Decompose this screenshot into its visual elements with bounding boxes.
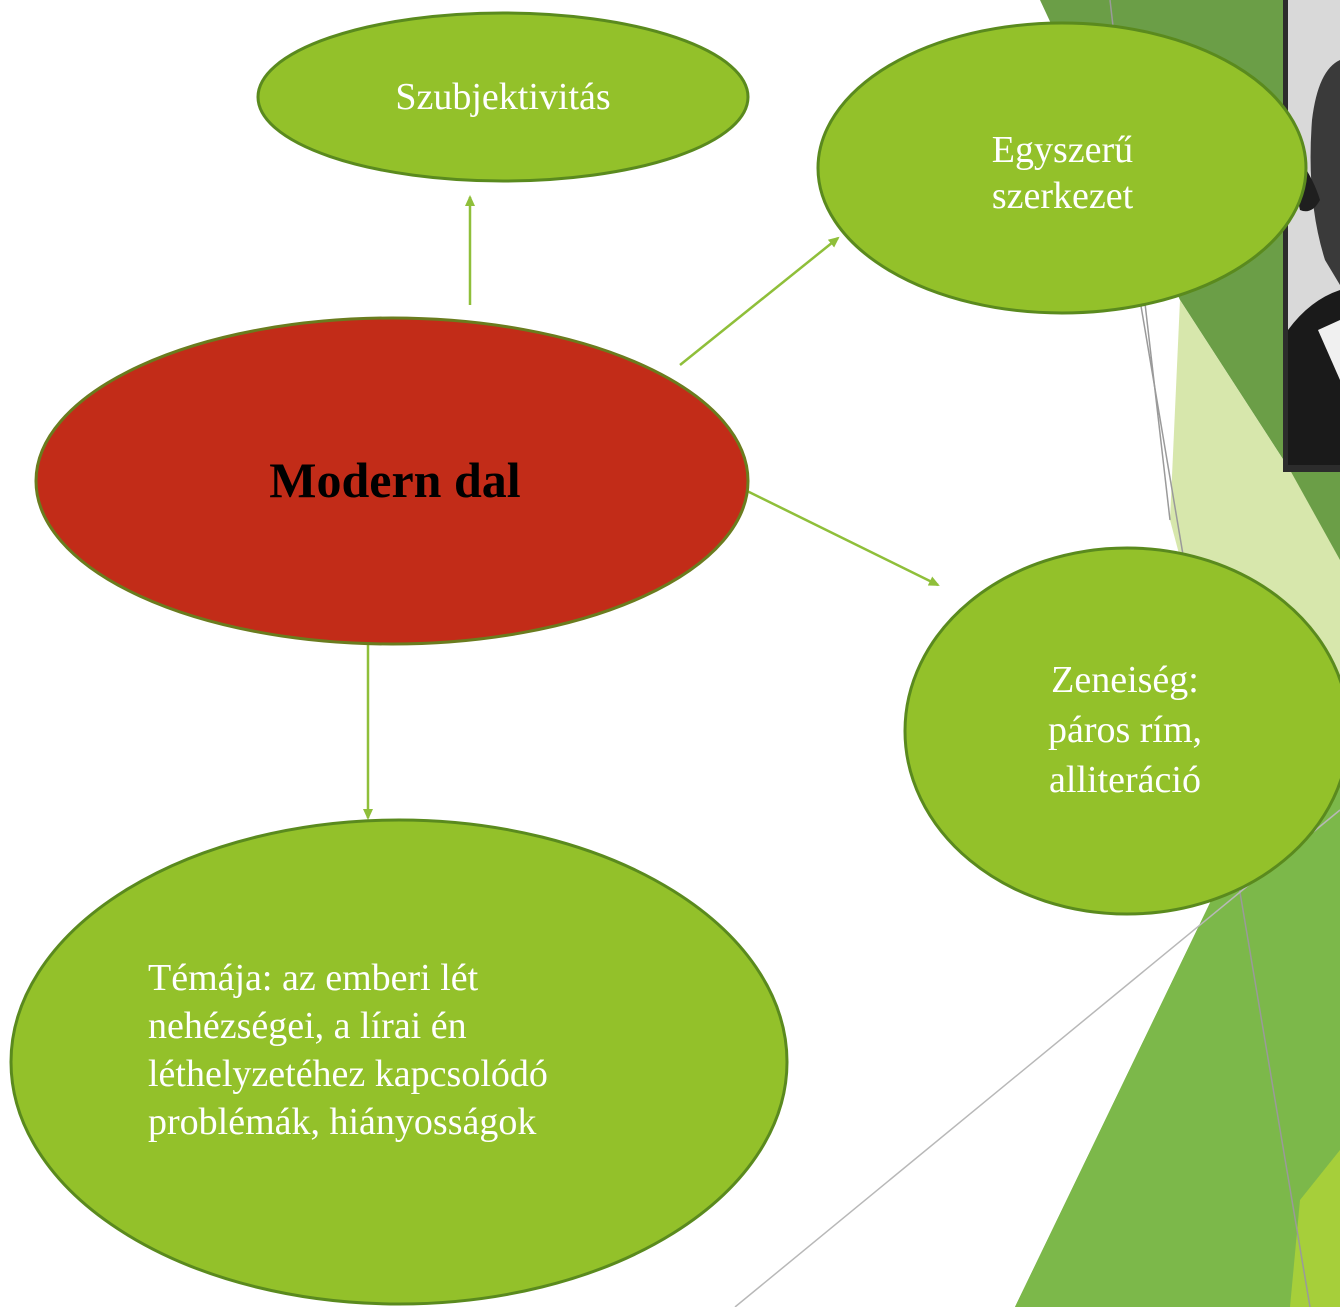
arrow-to-egyszeru-szerkezet — [679, 236, 840, 366]
label-temaja: Témája: az emberi lét nehézségei, a líra… — [148, 957, 548, 1143]
label-szubjektivitas: Szubjektivitás — [395, 76, 611, 118]
node-egyszeru-szerkezet — [816, 21, 1308, 315]
node-szubjektivitas — [256, 11, 750, 183]
label-zeneiseg: Zeneiség: páros rím, alliteráció — [1047, 659, 1203, 801]
deco-bright-facet — [1290, 1150, 1340, 1307]
node-modern-dal — [34, 316, 750, 646]
arrow-to-zeneiseg — [744, 488, 940, 587]
label-modern-dal: Modern dal — [269, 452, 521, 508]
node-temaja — [9, 818, 789, 1306]
deco-thin-line-3 — [734, 809, 1340, 1307]
portrait-photo — [1283, 0, 1340, 472]
node-zeneiseg — [903, 546, 1340, 916]
label-egyszeru-szerkezet: Egyszerű szerkezet — [991, 129, 1134, 217]
